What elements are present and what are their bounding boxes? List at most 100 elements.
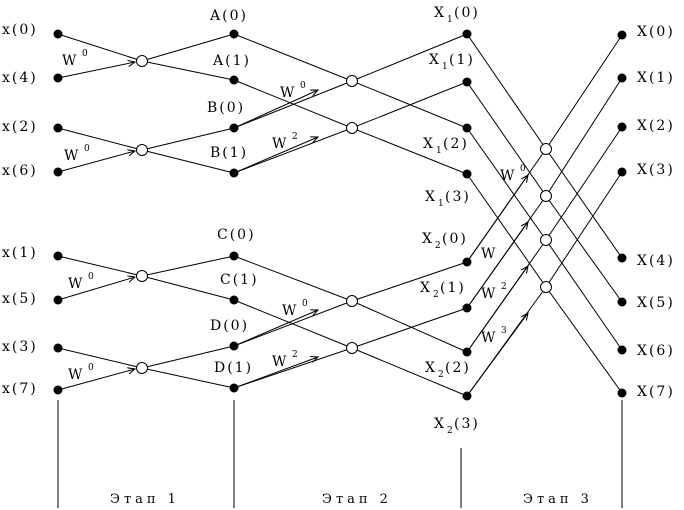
stage3-wire — [545, 239, 623, 351]
input-label: x(5) — [2, 291, 38, 307]
svg-text:W: W — [481, 330, 497, 346]
svg-text:W: W — [500, 168, 516, 184]
output-node — [617, 73, 627, 83]
stage2-wire — [351, 261, 468, 302]
output-node — [617, 388, 627, 398]
input-label: x(2) — [2, 119, 38, 135]
stage-label: Этап 3 — [523, 492, 593, 507]
stage1-node — [229, 251, 239, 261]
stage2-node — [462, 123, 472, 133]
input-node — [53, 343, 63, 353]
output-node — [617, 253, 627, 263]
svg-text:2: 2 — [447, 426, 453, 436]
stage3-junction — [540, 190, 552, 202]
stage3-wire — [545, 171, 623, 288]
svg-text:X: X — [420, 280, 432, 296]
output-node — [617, 167, 627, 177]
svg-text:0: 0 — [88, 363, 94, 373]
stage1-twiddle-arrow — [57, 62, 135, 79]
svg-text:W: W — [68, 367, 84, 383]
stage1-wire — [141, 275, 235, 301]
stage2-wire — [351, 127, 468, 175]
stage2-wire — [233, 255, 353, 302]
svg-text:W: W — [68, 276, 84, 292]
svg-text:(0): (0) — [442, 231, 468, 247]
stage2-node — [462, 257, 472, 267]
stage3-wire — [466, 148, 547, 263]
svg-text:0: 0 — [520, 164, 526, 174]
input-node — [53, 251, 63, 261]
svg-text:2: 2 — [435, 241, 441, 251]
svg-text:2: 2 — [292, 350, 298, 360]
stage3-wire — [545, 286, 623, 394]
stage2-junction — [346, 122, 358, 134]
stage1-node — [229, 295, 239, 305]
stage2-junction — [346, 342, 358, 354]
output-label: X(7) — [637, 384, 675, 400]
svg-text:0: 0 — [84, 144, 90, 154]
stage1-twiddle-arrow — [57, 277, 135, 301]
stage1-junction — [136, 55, 148, 67]
stage3-wire — [545, 148, 623, 259]
stage1-node — [229, 123, 239, 133]
stage1-node — [229, 75, 239, 85]
stage1-junction — [136, 270, 148, 282]
stage1-wire — [141, 367, 235, 389]
stage1-output-label: C(1) — [220, 272, 259, 288]
stage2-wire — [233, 127, 353, 174]
stage1-wire — [57, 255, 143, 277]
output-label: X(3) — [637, 162, 675, 178]
svg-text:W: W — [62, 53, 78, 69]
svg-text:2: 2 — [438, 370, 444, 380]
svg-text:X: X — [422, 231, 434, 247]
stage1-output-label: D(1) — [214, 360, 253, 376]
stage3-wire — [466, 286, 547, 397]
stage1-wire — [141, 255, 235, 277]
output-node — [617, 345, 627, 355]
svg-text:W: W — [280, 85, 296, 101]
svg-text:3: 3 — [501, 326, 507, 336]
stage3-junction — [540, 234, 552, 246]
stage1-node — [229, 341, 239, 351]
stage-label: Этап 1 — [110, 492, 180, 507]
stage3-wire — [466, 81, 547, 197]
stage3-wire — [545, 195, 623, 303]
stage2-junction — [346, 75, 358, 87]
stage1-wire — [141, 149, 235, 174]
stage2-junction — [346, 295, 358, 307]
input-node — [53, 295, 63, 305]
stage1-wire — [141, 345, 235, 369]
stage1-wire — [57, 127, 143, 151]
svg-text:X: X — [434, 416, 446, 432]
stage2-wire — [233, 299, 353, 349]
svg-text:0: 0 — [302, 299, 308, 309]
stage3-junction — [540, 281, 552, 293]
stage2-wire — [233, 347, 353, 389]
svg-text:W: W — [481, 246, 497, 262]
stage3-wire — [466, 195, 547, 309]
svg-text:X: X — [425, 360, 437, 376]
stage2-twiddle-arrow — [233, 137, 318, 174]
stage1-output-label: A(0) — [209, 8, 248, 24]
svg-text:2: 2 — [433, 290, 439, 300]
svg-text:2: 2 — [292, 132, 298, 142]
stage2-wire — [351, 347, 468, 397]
stage3-wire — [466, 173, 547, 288]
stage2-node — [462, 347, 472, 357]
output-label: X(2) — [637, 118, 675, 134]
stage2-node — [462, 303, 472, 313]
stage3-wire — [545, 34, 623, 150]
output-label: X(5) — [637, 295, 675, 311]
svg-text:0: 0 — [88, 272, 94, 282]
output-node — [617, 122, 627, 132]
